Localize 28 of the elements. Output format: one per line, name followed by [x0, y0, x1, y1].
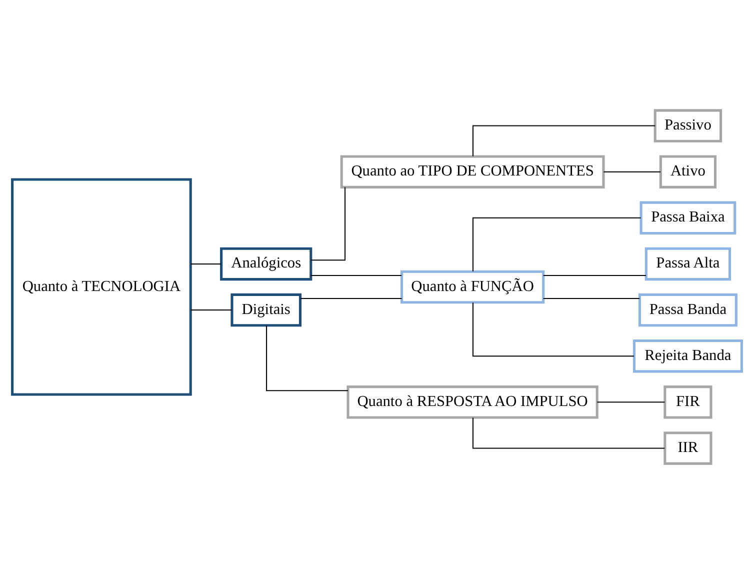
- connector: [597, 401, 665, 402]
- node-box: Quanto à FUNÇÃO: [400, 270, 545, 304]
- node-box: Passa Baixa: [640, 200, 736, 234]
- node-box: Passa Banda: [638, 292, 738, 326]
- node-box: Ativo: [659, 154, 717, 188]
- connector: [472, 216, 641, 271]
- node-box: Quanto à RESPOSTA AO IMPULSO: [346, 385, 598, 418]
- connector: [604, 170, 660, 172]
- node-box: Digitais: [230, 292, 302, 326]
- connector: [472, 417, 665, 448]
- connector: [543, 274, 646, 276]
- connector: [190, 309, 232, 310]
- connector: [472, 124, 656, 156]
- node-box: IIR: [664, 431, 712, 464]
- node-box: Passa Alta: [644, 246, 732, 280]
- node-box: Rejeita Banda: [632, 338, 743, 372]
- node-box: Analógicos: [220, 246, 312, 280]
- node-box: Quanto ao TIPO DE COMPONENTES: [340, 154, 605, 188]
- connector: [310, 274, 402, 276]
- connector: [300, 298, 402, 299]
- connector: [311, 186, 346, 260]
- connector: [266, 325, 348, 391]
- connector: [472, 302, 634, 356]
- node-box: Passivo: [654, 108, 722, 142]
- connector: [190, 262, 221, 264]
- connector: [543, 298, 640, 299]
- node-box: Quanto à TECNOLOGIA: [11, 178, 192, 396]
- node-box: FIR: [664, 385, 712, 418]
